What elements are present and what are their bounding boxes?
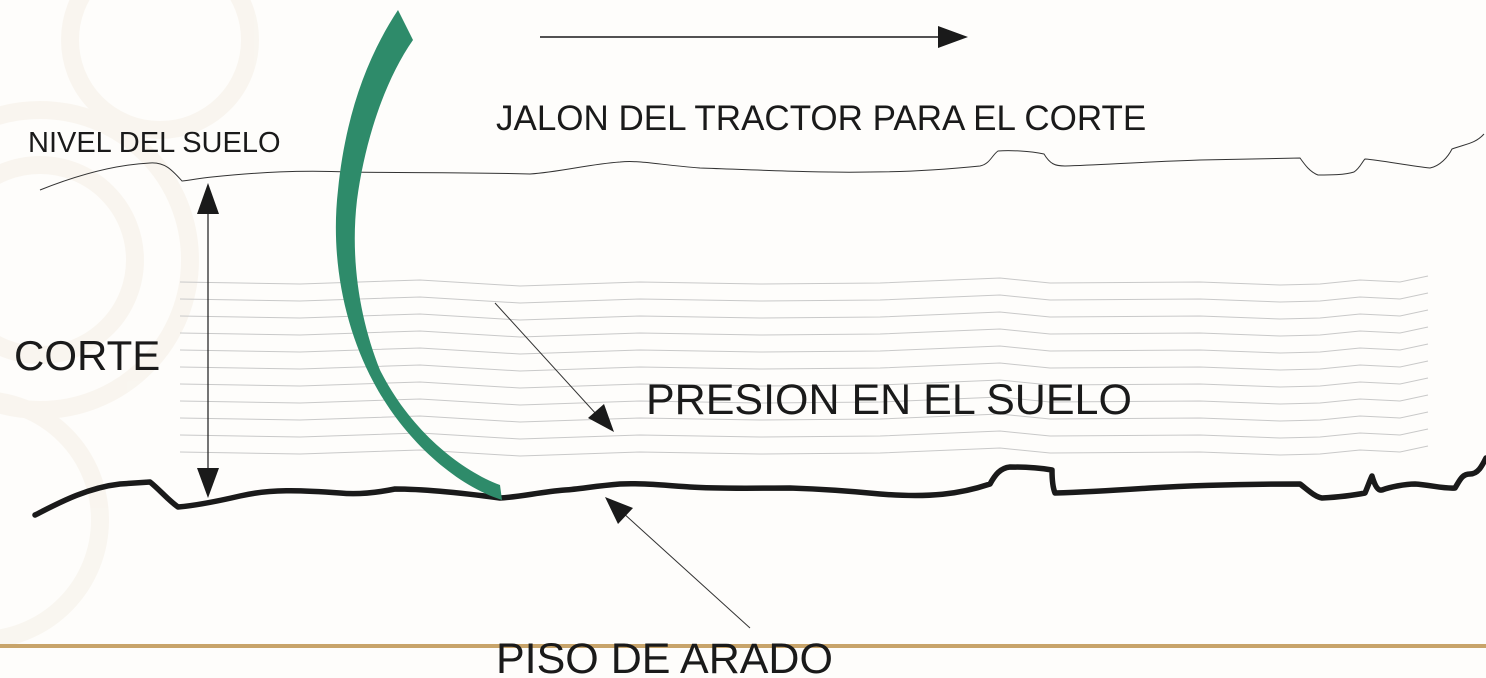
tractor-pull-arrowhead xyxy=(938,26,968,48)
soil-pressure-line xyxy=(179,377,1429,389)
soil-pressure-line xyxy=(179,394,1429,406)
plow-floor-arrowhead xyxy=(605,497,633,524)
soil-pressure-line xyxy=(179,326,1429,338)
soil-pressure-pointer xyxy=(494,302,598,416)
soil-pressure-line xyxy=(179,309,1429,321)
soil-pressure-arrowhead xyxy=(588,404,614,432)
background-watermark xyxy=(0,0,259,648)
soil-pressure-line xyxy=(179,275,1429,287)
plow-blade xyxy=(335,10,502,500)
plow-floor-label: PISO DE ARADO xyxy=(496,635,833,678)
soil-pressure-line xyxy=(179,411,1429,423)
cut-label: CORTE xyxy=(14,332,160,379)
soil-pressure-line xyxy=(179,360,1429,372)
soil-pressure-line xyxy=(179,428,1429,440)
cut-arrowhead-bottom xyxy=(197,468,219,498)
soil-pressure-lines xyxy=(179,275,1429,457)
plow-floor-line xyxy=(32,455,1486,518)
plow-floor-pointer xyxy=(621,511,751,629)
soil-pressure-label: PRESION EN EL SUELO xyxy=(646,376,1132,424)
soil-pressure-line xyxy=(179,343,1429,355)
ground-level-label: NIVEL DEL SUELO xyxy=(28,127,281,159)
ground-level-line xyxy=(39,133,1485,191)
tractor-pull-label: JALON DEL TRACTOR PARA EL CORTE xyxy=(496,99,1146,138)
soil-pressure-line xyxy=(179,292,1429,304)
soil-pressure-line xyxy=(179,445,1429,457)
cut-arrowhead-top xyxy=(197,183,219,214)
